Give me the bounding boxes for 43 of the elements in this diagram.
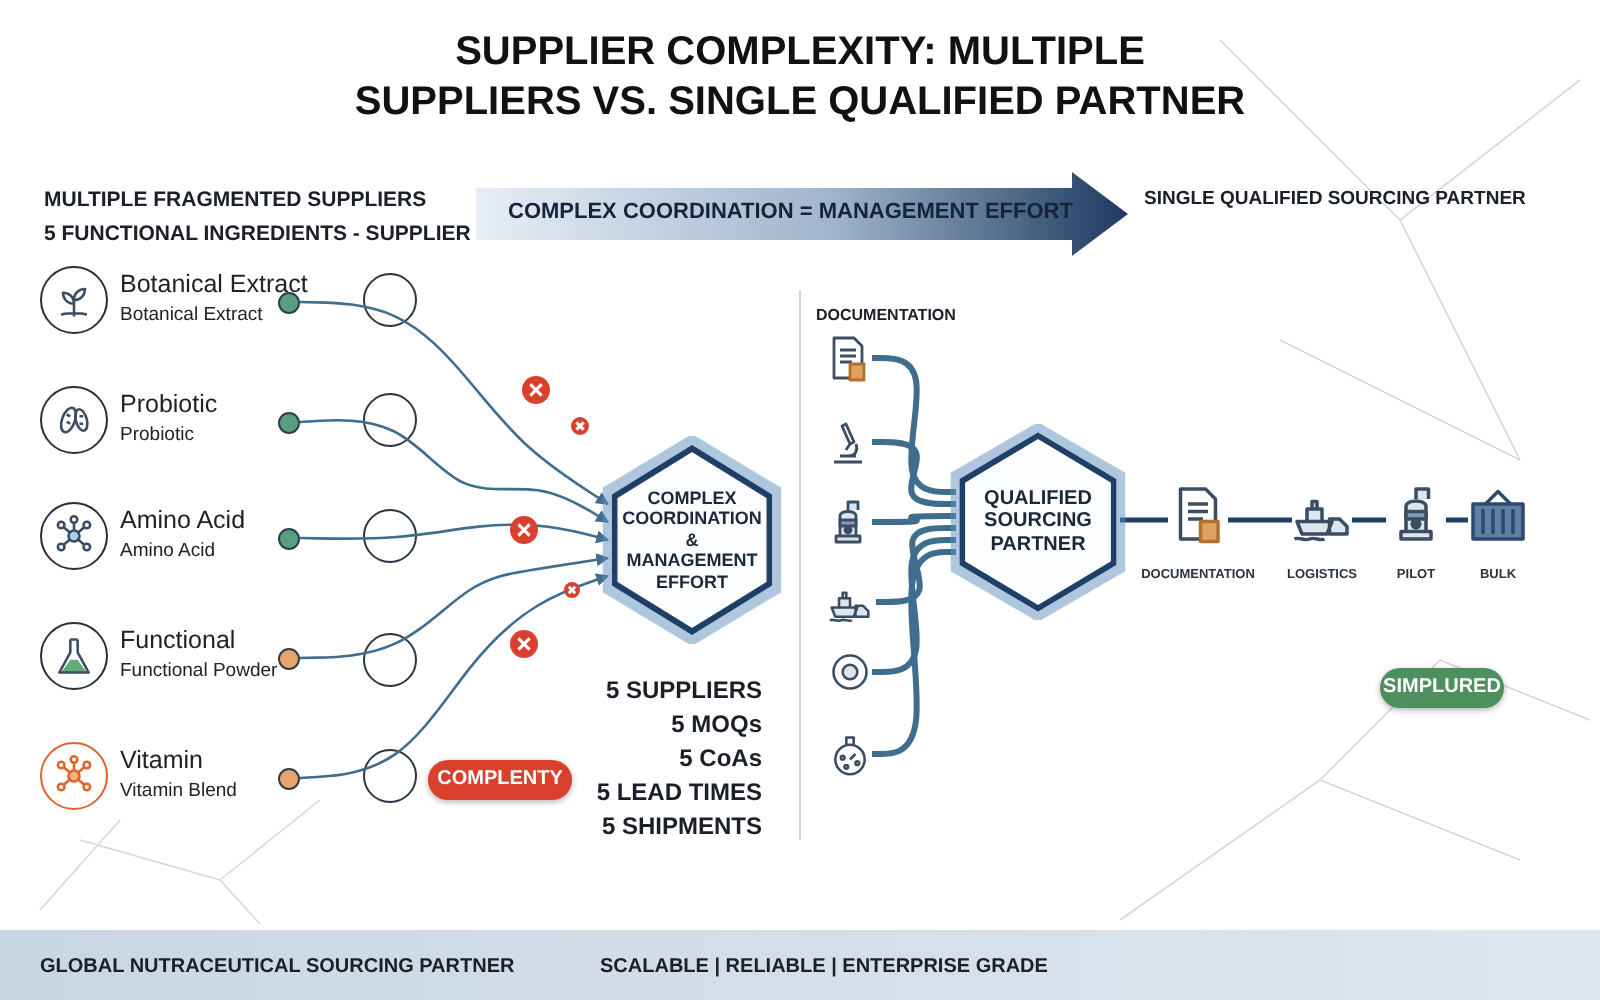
connector-line xyxy=(872,355,956,495)
arrow xyxy=(299,553,610,660)
arrow xyxy=(299,300,610,506)
footer-text: SCALABLE | RELIABLE | ENTERPRISE GRADE xyxy=(600,956,1048,978)
hexagon-shape xyxy=(948,424,1128,620)
ingredient-subtitle: Amino Acid xyxy=(120,540,216,562)
ingredient-subtitle: Vitamin Blend xyxy=(120,780,237,802)
connector-line xyxy=(1446,517,1468,523)
ingredient-subtitle: Botanical Extract xyxy=(120,304,263,326)
connector-line xyxy=(1120,517,1168,523)
stat-line: 5 SHIPMENTS xyxy=(601,812,762,840)
ingredient-name: Botanical Extract xyxy=(120,270,308,298)
connector-line xyxy=(872,549,956,757)
ingredient-subtitle: Functional Powder xyxy=(120,660,278,682)
status-badge: SIMPLURED xyxy=(1380,668,1504,708)
hexagon-label: COMPLEX COORDINATION & MANAGEMENT EFFORT xyxy=(622,488,762,592)
connector-line xyxy=(1228,517,1292,523)
stat-line: 5 CoAs xyxy=(679,744,762,772)
connector-line xyxy=(1352,517,1386,523)
ingredient-name: Amino Acid xyxy=(120,506,246,534)
arrow xyxy=(299,523,610,544)
ingredient-name: Functional xyxy=(120,626,236,654)
ingredient-subtitle: Probiotic xyxy=(120,424,194,446)
ingredient-name: Vitamin xyxy=(120,746,203,774)
connector-line xyxy=(872,513,956,525)
connector-line xyxy=(876,525,956,605)
connector-line xyxy=(872,537,956,675)
stat-line: 5 SUPPLIERS xyxy=(605,676,762,704)
banner-text: COMPLEX COORDINATION = MANAGEMENT EFFORT xyxy=(508,200,1073,224)
hexagon-shape xyxy=(600,436,784,644)
connector-line xyxy=(872,439,956,507)
column-heading: DOCUMENTATION xyxy=(816,306,956,324)
footer-text: GLOBAL NUTRACEUTICAL SOURCING PARTNER xyxy=(40,956,515,978)
stat-line: 5 LEAD TIMES xyxy=(596,778,762,806)
arrow xyxy=(299,418,610,524)
section-subheading: 5 FUNCTIONAL INGREDIENTS - SUPPLIER xyxy=(44,222,471,246)
stat-line: 5 MOQs xyxy=(671,710,762,738)
status-badge: COMPLENTY xyxy=(428,760,572,800)
arrow xyxy=(299,573,610,780)
diagram-title: SUPPLIER COMPLEXITY: MULTIPLE SUPPLIERS VS. SINGLE QUALIFIED PARTNER xyxy=(352,28,1248,128)
section-heading: MULTIPLE FRAGMENTED SUPPLIERS xyxy=(44,188,427,212)
ingredient-name: Probiotic xyxy=(120,390,218,418)
hexagon-label: QUALIFIED SOURCING PARTNER xyxy=(982,487,1094,557)
